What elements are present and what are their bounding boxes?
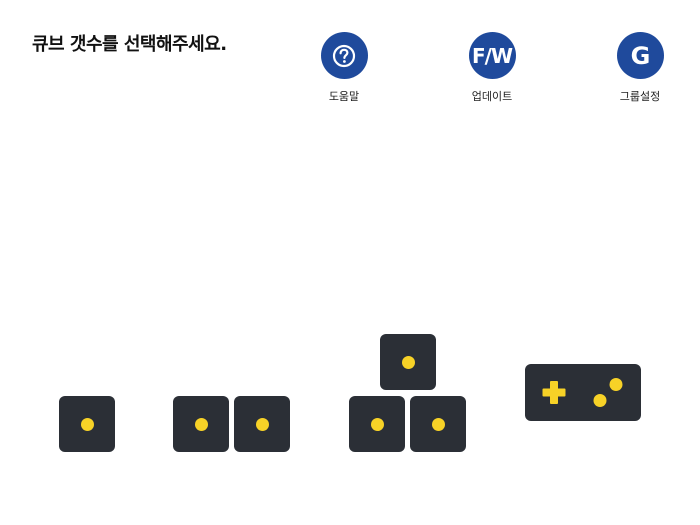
cube-icon[interactable]: [380, 334, 436, 390]
firmware-icon: F/W: [468, 32, 516, 79]
help-button[interactable]: 도움말: [309, 32, 379, 104]
cube-icon[interactable]: [59, 396, 115, 452]
group-icon-text: G: [630, 41, 651, 70]
cube-icon[interactable]: [410, 396, 466, 452]
group-settings-button[interactable]: G 그룹설정: [605, 32, 675, 104]
gamepad-icon: [542, 378, 623, 407]
help-icon: [320, 32, 368, 79]
group-icon: G: [616, 32, 664, 79]
dot-icon: [255, 417, 269, 431]
dot-icon: [194, 417, 208, 431]
cube-icon[interactable]: [234, 396, 290, 452]
cube-icon[interactable]: [349, 396, 405, 452]
update-label: 업데이트: [471, 90, 513, 103]
dot-icon: [370, 417, 384, 431]
help-label: 도움말: [328, 90, 360, 103]
dot-icon: [80, 417, 94, 431]
firmware-icon-text: F/W: [471, 43, 513, 68]
dot-icon: [401, 355, 415, 369]
update-button[interactable]: F/W 업데이트: [457, 32, 527, 104]
dot-icon: [431, 417, 445, 431]
page-title: 큐브 갯수를 선택해주세요.: [32, 34, 227, 55]
gamepad-option[interactable]: [525, 364, 641, 421]
group-settings-label: 그룹설정: [619, 90, 661, 103]
cube-icon[interactable]: [173, 396, 229, 452]
